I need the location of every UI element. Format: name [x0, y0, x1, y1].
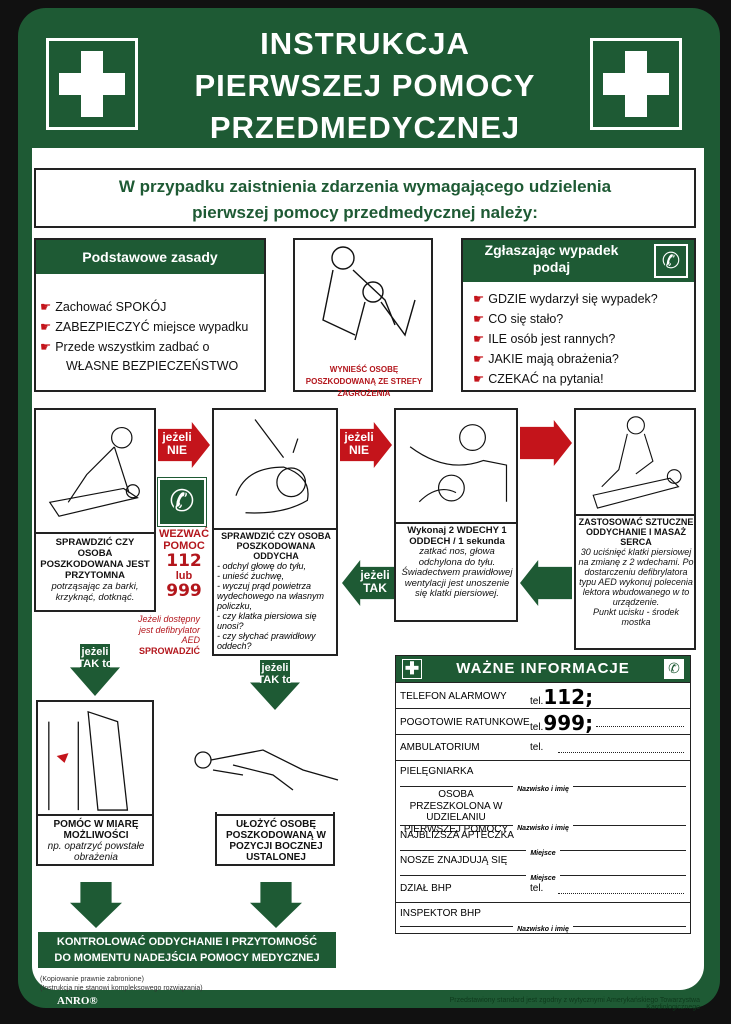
bandaging-illustration — [48, 710, 129, 811]
report-item: ☛JAKIE mają obrażenia? — [473, 352, 619, 366]
pointing-hand-icon: ☛ — [40, 340, 52, 354]
first-aid-cross-icon: ✚ — [402, 659, 422, 679]
report-item: ☛ILE osób jest rannych? — [473, 332, 616, 346]
title-line: PRZEDMEDYCZNEJ — [209, 110, 521, 145]
recovery-position-illustration — [194, 749, 339, 791]
head-tilt-illustration — [235, 419, 309, 514]
pointing-hand-icon: ☛ — [40, 320, 52, 334]
info-row: PIELĘGNIARKA — [396, 760, 690, 786]
cpr-illustration — [592, 416, 682, 509]
report-item: ☛GDZIE wydarzył się wypadek? — [473, 292, 658, 306]
rescue-breath-illustration — [409, 424, 508, 503]
call-help-block: WEZWAĆ POMOC 112 lub 999 — [158, 528, 210, 601]
evacuate-box: WYNIEŚĆ OSOBĘ POSZKODOWANĄ ZE STREFY ZAG… — [293, 238, 433, 398]
phone-icon: ✆ — [157, 477, 207, 527]
legal-notes: (Kopiowanie prawnie zabronione)(Instrukc… — [40, 976, 203, 992]
report-item: ☛CZEKAĆ na pytania! — [473, 372, 604, 386]
brand-logo: ANRO® — [57, 995, 98, 1007]
principle-item-extra: WŁASNE BEZPIECZEŃSTWO — [66, 359, 239, 373]
info-row: OSOBA PRZESZKOLONA W UDZIELANIU PIERWSZE… — [403, 789, 509, 835]
place-line: Miejsce — [400, 850, 686, 857]
place-line: Miejsce — [400, 875, 686, 882]
step-caption: SPRAWDZIĆ CZY OSOBA POSZKODOWANA JEST PR… — [40, 537, 150, 603]
principle-item: ☛Zachować SPOKÓJ — [40, 300, 167, 314]
step-recovery-position: UŁOŻYĆ OSOBĘ POSZKODOWANĄ W POZYCJI BOCZ… — [189, 712, 349, 866]
evacuate-caption: WYNIEŚĆ OSOBĘ POSZKODOWANĄ ZE STREFY ZAG… — [305, 365, 423, 398]
first-aid-cross-icon — [46, 38, 138, 130]
first-aid-cross-icon — [590, 38, 682, 130]
fill-in-line[interactable] — [558, 893, 684, 894]
name-line: Nazwisko i imię — [400, 786, 686, 793]
report-item: ☛CO się stało? — [473, 312, 564, 326]
name-line: Nazwisko i imię — [400, 825, 686, 832]
step-caption: UŁOŻYĆ OSOBĘ POSZKODOWANĄ W POZYCJI BOCZ… — [226, 819, 326, 863]
intro-line: W przypadku zaistnienia zdarzenia wymaga… — [118, 177, 612, 196]
intro-box: W przypadku zaistnienia zdarzenia wymaga… — [34, 168, 696, 228]
standard-note: Przedstawiony standard jest zgodny z wyt… — [449, 997, 700, 1011]
fill-in-line[interactable] — [596, 726, 684, 727]
step-caption: SPRAWDZIĆ CZY OSOBA POSZKODOWANA ODDYCHA… — [217, 531, 331, 651]
info-row: NAJBLIŻSZA APTECZKA — [400, 830, 514, 841]
report-box: Zgłaszając wypadek podaj ✆ ☛GDZIE wydarz… — [461, 238, 696, 392]
check-conscious-illustration — [48, 426, 140, 517]
pointing-hand-icon: ☛ — [40, 300, 52, 314]
step-caption: ZASTOSOWAĆ SZTUCZNE ODDYCHANIE I MASAŻ S… — [578, 517, 694, 627]
step-check-breathing: SPRAWDZIĆ CZY OSOBA POSZKODOWANA ODDYCHA… — [212, 408, 338, 656]
rescuer-drag-illustration — [322, 246, 416, 341]
step-check-conscious: SPRAWDZIĆ CZY OSOBA POSZKODOWANA JEST PR… — [34, 408, 156, 612]
info-row: NOSZE ZNAJDUJĄ SIĘ — [400, 855, 508, 866]
intro-line: pierwszej pomocy przedmedycznej należy: — [192, 203, 538, 222]
name-line: Nazwisko i imię — [400, 926, 686, 933]
principle-item: ☛ZABEZPIECZYĆ miejsce wypadku — [40, 320, 249, 334]
fill-in-line[interactable] — [558, 752, 684, 753]
basic-principles-title: Podstawowe zasady — [36, 240, 264, 274]
basic-principles-box: Podstawowe zasady ☛Zachować SPOKÓJ ☛ZABE… — [34, 238, 266, 392]
phone-icon: ✆ — [664, 659, 684, 679]
info-row: INSPEKTOR BHP — [396, 902, 690, 926]
title-line: PIERWSZEJ POMOCY — [194, 68, 536, 103]
title-line: INSTRUKCJA — [260, 26, 470, 61]
principle-item: ☛Przede wszystkim zadbać o — [40, 340, 210, 354]
info-title: WAŻNE INFORMACJE — [396, 656, 690, 682]
step-cpr: ZASTOSOWAĆ SZTUCZNE ODDYCHANIE I MASAŻ S… — [574, 408, 696, 650]
phone-icon: ✆ — [653, 243, 689, 279]
